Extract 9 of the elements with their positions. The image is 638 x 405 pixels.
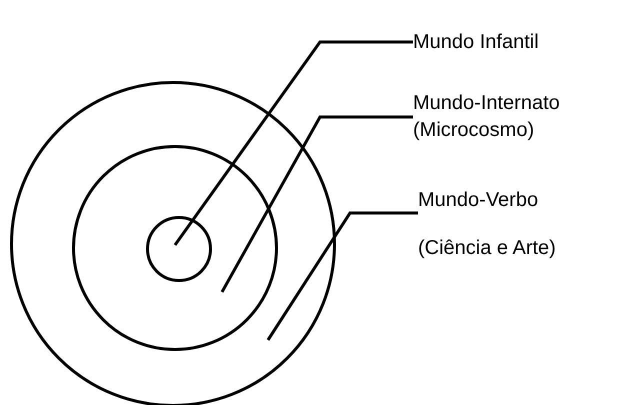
- callout-label: Mundo Infantil: [413, 28, 613, 56]
- leader-line: [174, 40, 413, 246]
- leader-line: [266, 212, 418, 341]
- leader-line: [220, 116, 413, 293]
- callout-label: Mundo-Verbo (Ciência e Arte): [418, 176, 583, 272]
- ring-circle: [72, 145, 278, 351]
- ring-circle: [146, 216, 212, 282]
- ring-circle: [10, 81, 336, 405]
- callout-label: Mundo-Internato (Microcosmo): [413, 90, 588, 144]
